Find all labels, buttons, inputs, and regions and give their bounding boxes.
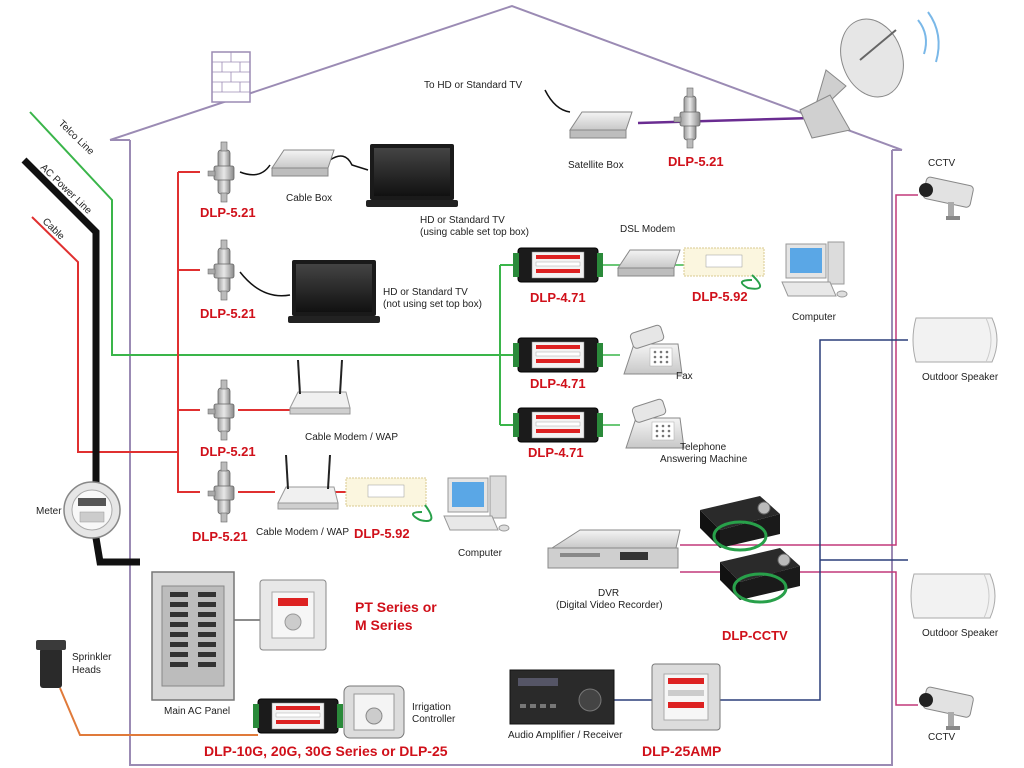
amplifier-icon <box>509 669 615 725</box>
row4-protector-label: DLP-5.21 <box>192 529 248 544</box>
cable-box-label: Cable Box <box>286 193 332 204</box>
amp-protector-icon <box>651 663 721 731</box>
row2-protector-label: DLP-5.21 <box>200 306 256 321</box>
telco-line-label: Telco Line <box>56 118 96 157</box>
speaker-icon <box>912 317 998 363</box>
row1-protector-icon <box>207 141 235 203</box>
row2-protector-icon <box>207 239 235 301</box>
row4-protector2-icon <box>345 477 427 507</box>
phone1-protector2-icon <box>683 247 765 277</box>
row3-protector-label: DLP-5.21 <box>200 444 256 459</box>
sprinkler-icon <box>36 640 66 688</box>
dsl-modem-label: DSL Modem <box>620 224 675 235</box>
phone3-protector-label: DLP-4.71 <box>528 445 584 460</box>
pt-series-label-line1: PT Series or <box>355 599 437 615</box>
phone2-protector-label: DLP-4.71 <box>530 376 586 391</box>
cctv-bottom-label: CCTV <box>928 732 956 743</box>
cctv-camera-icon <box>918 685 975 731</box>
irrigation-label-line2: Controller <box>412 714 456 725</box>
phone1-protector-icon <box>512 247 604 283</box>
amp-protector-label: DLP-25AMP <box>642 743 721 759</box>
ac-panel-icon <box>151 571 235 701</box>
irrigation-protector-label: DLP-10G, 20G, 30G Series or DLP-25 <box>204 743 448 759</box>
satellite-dish-icon <box>799 11 940 139</box>
row4-cord <box>412 504 433 522</box>
chimney <box>211 51 251 103</box>
cctv-protector-icon <box>718 546 802 604</box>
row4-protector-icon <box>207 461 235 523</box>
pt-series-label-line2: M Series <box>355 617 413 633</box>
satellite-tv-label: To HD or Standard TV <box>424 80 523 91</box>
row4-device-label: Cable Modem / WAP <box>256 527 349 538</box>
cable-box-icon <box>271 149 335 177</box>
satellite-box-label: Satellite Box <box>568 160 624 171</box>
computer-icon <box>443 475 510 532</box>
sprinkler-label-line1: Sprinkler <box>72 652 112 663</box>
meter-icon <box>63 481 121 539</box>
phone1-protector2-label: DLP-5.92 <box>692 289 748 304</box>
ac-panel-label: Main AC Panel <box>164 706 230 717</box>
phone3-protector-icon <box>512 407 604 443</box>
phone1-computer-label: Computer <box>792 312 837 323</box>
tv2-label-line1: HD or Standard TV <box>383 287 468 298</box>
irrigation-label-line1: Irrigation <box>412 702 451 713</box>
row4-protector2-label: DLP-5.92 <box>354 526 410 541</box>
pt-series-icon <box>259 579 327 651</box>
cctv-camera-icon <box>918 175 975 221</box>
phone1-protector-label: DLP-4.71 <box>530 290 586 305</box>
phone2-protector-icon <box>512 337 604 373</box>
meter-label: Meter <box>36 506 62 517</box>
tv1-label-line1: HD or Standard TV <box>420 215 505 226</box>
phone1-cord <box>741 274 761 290</box>
row3-device-label: Cable Modem / WAP <box>305 432 398 443</box>
irrigation-protector-icon <box>252 698 344 734</box>
satellite-protector-label: DLP-5.21 <box>668 154 724 169</box>
satellite-box-icon <box>569 111 633 139</box>
satellite-protector-icon <box>673 87 701 149</box>
speaker-bottom-label: Outdoor Speaker <box>922 628 999 639</box>
row3-protector-icon <box>207 379 235 441</box>
computer-icon <box>781 241 848 298</box>
tv-icon <box>366 144 458 207</box>
dsl-modem-icon <box>617 249 681 277</box>
router-icon <box>289 359 351 415</box>
dvr-icon <box>547 529 681 569</box>
tv2-label-line2: (not using set top box) <box>383 299 482 310</box>
dvr-label-line2: (Digital Video Recorder) <box>556 600 663 611</box>
irrigation-controller-icon <box>343 685 405 739</box>
speaker-top-label: Outdoor Speaker <box>922 372 999 383</box>
telephone-label-line1: Telephone <box>680 442 727 453</box>
sprinkler-label-line2: Heads <box>72 665 101 676</box>
fax-label: Fax <box>676 371 693 382</box>
router-icon <box>277 454 339 510</box>
dvr-label-line1: DVR <box>598 588 619 599</box>
dvr-protector-label: DLP-CCTV <box>722 628 788 643</box>
tv-icon <box>288 260 380 323</box>
cctv-top-label: CCTV <box>928 158 956 169</box>
telephone-icon <box>625 397 685 449</box>
speaker-icon <box>910 573 996 619</box>
row4-computer-label: Computer <box>458 548 503 559</box>
telephone-label-line2: Answering Machine <box>660 454 748 465</box>
cctv-protector-icon <box>698 494 782 552</box>
tv1-label-line2: (using cable set top box) <box>420 227 529 238</box>
row1-protector-label: DLP-5.21 <box>200 205 256 220</box>
fax-icon <box>623 323 683 375</box>
amplifier-label: Audio Amplifier / Receiver <box>508 730 623 741</box>
